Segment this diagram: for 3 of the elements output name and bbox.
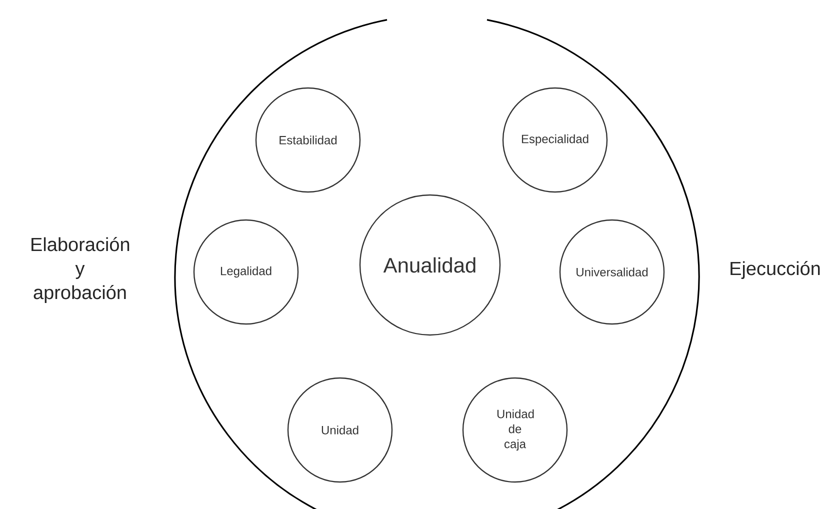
circle-arcs <box>174 19 700 509</box>
phase-label: Ejecucción <box>730 261 820 279</box>
phase-label: Elaboración y aprobación <box>32 237 130 303</box>
